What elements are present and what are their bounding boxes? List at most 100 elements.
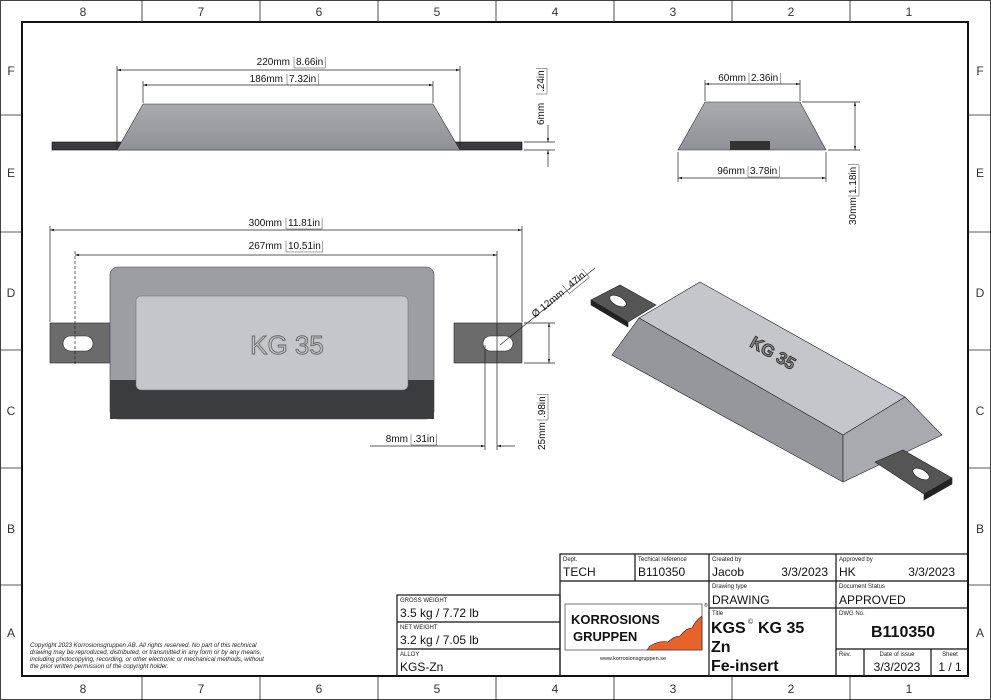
svg-text:220mm: 220mm: [257, 57, 290, 68]
svg-text:APPROVED: APPROVED: [839, 593, 906, 607]
svg-text:www.korrosionsgruppen.se: www.korrosionsgruppen.se: [599, 656, 666, 662]
svg-text:D: D: [7, 286, 16, 300]
inch-bracket: [747, 165, 780, 178]
inch-bracket: [847, 164, 860, 197]
svg-text:1: 1: [906, 5, 913, 19]
svg-text:E: E: [7, 166, 15, 180]
svg-text:F: F: [7, 64, 14, 78]
svg-text:Fe-insert: Fe-insert: [711, 658, 779, 675]
svg-text:1 / 1: 1 / 1: [938, 660, 962, 674]
end-view: 60mm 2.36in 96mm 3.78in 30mm 1.18in: [677, 72, 860, 225]
svg-text:©: ©: [748, 618, 754, 626]
svg-text:.24in: .24in: [536, 70, 547, 92]
inch-bracket: [748, 72, 781, 85]
svg-text:F: F: [976, 64, 983, 78]
svg-text:4: 4: [552, 682, 559, 696]
svg-text:DRAWING: DRAWING: [712, 593, 770, 607]
svg-text:Drawing type: Drawing type: [712, 584, 748, 590]
svg-text:10.51in: 10.51in: [288, 241, 321, 252]
svg-text:TECH: TECH: [563, 565, 596, 579]
svg-text:B110350: B110350: [638, 565, 685, 579]
svg-text:GRUPPEN: GRUPPEN: [573, 629, 637, 644]
svg-text:.98in: .98in: [537, 396, 548, 418]
inch-bracket: [293, 56, 326, 69]
svg-text:186mm: 186mm: [250, 74, 283, 85]
svg-text:7: 7: [198, 682, 205, 696]
svg-text:Ø 12mm: Ø 12mm: [530, 288, 567, 321]
svg-text:2: 2: [788, 682, 795, 696]
svg-text:25mm: 25mm: [537, 422, 548, 450]
svg-text:A: A: [976, 626, 984, 640]
svg-text:1: 1: [906, 682, 913, 696]
svg-text:3.5 kg / 7.72 lb: 3.5 kg / 7.72 lb: [400, 606, 479, 620]
dwg-number: B110350: [871, 624, 935, 641]
svg-text:3: 3: [670, 5, 677, 19]
svg-text:7: 7: [198, 5, 205, 19]
part-marking: KG 35: [250, 330, 324, 360]
svg-text:Created by: Created by: [712, 557, 741, 563]
svg-text:B: B: [976, 522, 984, 536]
svg-text:3/3/2023: 3/3/2023: [874, 660, 921, 674]
svg-text:2.36in: 2.36in: [751, 73, 778, 84]
svg-text:60mm: 60mm: [718, 73, 746, 84]
svg-text:6mm: 6mm: [536, 103, 547, 125]
title-block: Dept. TECH Techical reference B110350 Cr…: [559, 553, 969, 677]
svg-text:.31in: .31in: [413, 434, 435, 445]
svg-text:drawing may be reproduced, dis: drawing may be reproduced, distributed, …: [30, 649, 261, 656]
svg-text:®: ®: [704, 602, 708, 609]
svg-text:5: 5: [434, 682, 441, 696]
svg-text:Sheet: Sheet: [942, 652, 958, 658]
svg-text:Techical reference: Techical reference: [638, 557, 687, 563]
svg-text:96mm: 96mm: [717, 166, 745, 177]
svg-text:DWG No.: DWG No.: [839, 611, 865, 617]
svg-text:NET WEIGHT: NET WEIGHT: [400, 625, 438, 631]
svg-text:11.81in: 11.81in: [288, 218, 320, 229]
svg-text:.47in: .47in: [564, 270, 588, 292]
inch-bracket: [285, 217, 323, 230]
svg-text:Copyright 2023 Korrosionsgrupp: Copyright 2023 Korrosionsgruppen AB. All…: [30, 642, 257, 649]
svg-text:the prior written permission o: the prior written permission of the copy…: [30, 663, 169, 670]
inch-bracket: [535, 68, 548, 95]
svg-text:ALLOY: ALLOY: [400, 652, 419, 658]
svg-text:8.66in: 8.66in: [296, 57, 323, 68]
inch-bracket: [410, 433, 437, 446]
svg-text:B: B: [7, 522, 15, 536]
svg-text:KORROSIONS: KORROSIONS: [571, 612, 660, 627]
svg-text:Approved by: Approved by: [839, 557, 873, 563]
svg-text:GROSS WEIGHT: GROSS WEIGHT: [400, 598, 448, 604]
svg-text:3/3/2023: 3/3/2023: [781, 565, 828, 579]
svg-text:Document Status: Document Status: [839, 584, 885, 590]
plan-view: KG 35 300mm 11.81in 267mm 10.51in Ø 12mm…: [49, 217, 596, 450]
svg-text:C: C: [7, 404, 16, 418]
svg-text:5: 5: [434, 5, 441, 19]
inch-bracket: [286, 73, 319, 86]
svg-text:Jacob: Jacob: [712, 565, 744, 579]
svg-text:6: 6: [316, 5, 323, 19]
svg-text:KGS: KGS: [711, 620, 746, 637]
zone-labels-left: F E D C B A: [7, 64, 16, 640]
svg-text:KGS-Zn: KGS-Zn: [400, 660, 443, 674]
inch-bracket: [285, 240, 324, 253]
svg-text:Title: Title: [712, 611, 724, 617]
svg-text:KG 35: KG 35: [758, 620, 804, 637]
svg-text:30mm: 30mm: [848, 197, 859, 225]
svg-text:1.18in: 1.18in: [848, 167, 859, 194]
svg-text:A: A: [7, 626, 15, 640]
svg-text:Zn: Zn: [711, 639, 731, 656]
inch-bracket: [536, 394, 549, 421]
svg-text:8: 8: [80, 682, 87, 696]
svg-text:7.32in: 7.32in: [289, 74, 316, 85]
svg-text:2: 2: [788, 5, 795, 19]
svg-text:8: 8: [80, 5, 87, 19]
svg-text:C: C: [976, 404, 985, 418]
svg-text:267mm: 267mm: [249, 241, 282, 252]
svg-text:3.2 kg / 7.05 lb: 3.2 kg / 7.05 lb: [400, 633, 479, 647]
svg-text:3/3/2023: 3/3/2023: [908, 565, 955, 579]
svg-text:Rev.: Rev.: [839, 652, 851, 658]
company-logo: KORROSIONS GRUPPEN ® www.korrosionsgrupp…: [564, 602, 708, 662]
inch-bracket: [562, 268, 590, 294]
